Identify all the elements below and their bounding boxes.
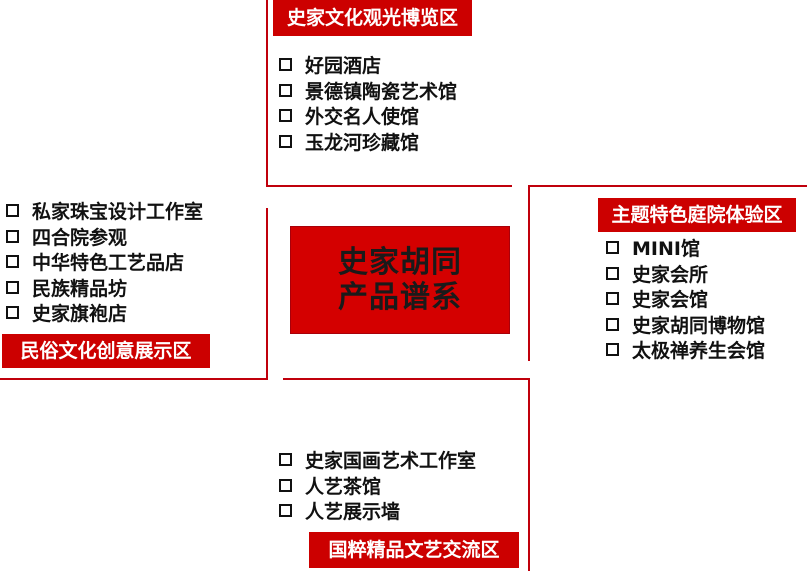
list-item: 四合院参观 <box>6 224 203 250</box>
list-item: 玉龙河珍藏馆 <box>279 129 457 155</box>
checkbox-icon <box>279 504 292 518</box>
left-quadrant-horizontal-line <box>0 378 268 380</box>
right-section-list: MINI馆 史家会所 史家会馆 史家胡同博物馆 太极禅养生会馆 <box>606 235 765 363</box>
center-title-box: 史家胡同 产品谱系 <box>290 226 510 334</box>
list-item: 太极禅养生会馆 <box>606 337 765 363</box>
right-quadrant-horizontal-line <box>528 185 807 187</box>
bottom-quadrant-horizontal-line <box>283 378 530 380</box>
left-section-title: 民俗文化创意展示区 <box>2 334 210 368</box>
bottom-section-list: 史家国画艺术工作室 人艺茶馆 人艺展示墙 <box>279 447 476 524</box>
list-item: 人艺茶馆 <box>279 473 476 499</box>
checkbox-icon <box>279 109 292 123</box>
checkbox-icon <box>279 478 292 492</box>
checkbox-icon <box>606 317 619 331</box>
bottom-section-title: 国粹精品文艺交流区 <box>309 532 519 568</box>
list-item: 景德镇陶瓷艺术馆 <box>279 78 457 104</box>
center-title-line2: 产品谱系 <box>338 280 462 315</box>
list-item: MINI馆 <box>606 235 765 261</box>
top-quadrant-vertical-line <box>266 0 268 187</box>
checkbox-icon <box>6 280 19 294</box>
checkbox-icon <box>606 292 619 306</box>
list-item: 外交名人使馆 <box>279 103 457 129</box>
list-item: 史家旗袍店 <box>6 300 203 326</box>
checkbox-icon <box>279 58 292 72</box>
list-item: 史家胡同博物馆 <box>606 312 765 338</box>
list-item: 史家国画艺术工作室 <box>279 447 476 473</box>
checkbox-icon <box>6 229 19 243</box>
top-section-title: 史家文化观光博览区 <box>273 0 472 36</box>
list-item: 私家珠宝设计工作室 <box>6 198 203 224</box>
left-section-list: 私家珠宝设计工作室 四合院参观 中华特色工艺品店 民族精品坊 史家旗袍店 <box>6 198 203 326</box>
left-quadrant-vertical-line <box>266 208 268 380</box>
checkbox-icon <box>606 241 619 255</box>
right-quadrant-vertical-line <box>528 185 530 361</box>
list-item: 好园酒店 <box>279 52 457 78</box>
checkbox-icon <box>606 266 619 280</box>
checkbox-icon <box>279 134 292 148</box>
top-quadrant-horizontal-line <box>266 185 512 187</box>
list-item: 史家会所 <box>606 261 765 287</box>
checkbox-icon <box>6 204 19 218</box>
checkbox-icon <box>279 83 292 97</box>
right-section-title: 主题特色庭院体验区 <box>598 198 796 232</box>
list-item: 中华特色工艺品店 <box>6 249 203 275</box>
top-section-list: 好园酒店 景德镇陶瓷艺术馆 外交名人使馆 玉龙河珍藏馆 <box>279 52 457 154</box>
list-item: 人艺展示墙 <box>279 498 476 524</box>
center-title-line1: 史家胡同 <box>338 244 462 280</box>
list-item: 史家会馆 <box>606 286 765 312</box>
bottom-quadrant-vertical-line <box>528 378 530 571</box>
checkbox-icon <box>6 306 19 320</box>
checkbox-icon <box>606 343 619 357</box>
checkbox-icon <box>279 453 292 467</box>
checkbox-icon <box>6 255 19 269</box>
list-item: 民族精品坊 <box>6 275 203 301</box>
